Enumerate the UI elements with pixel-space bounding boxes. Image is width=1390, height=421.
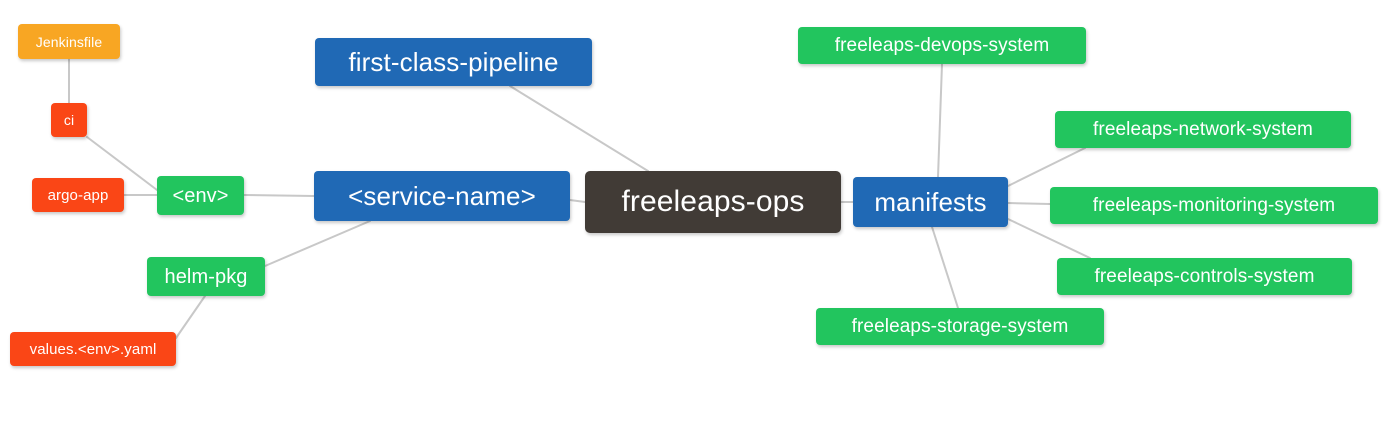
edge-values-yaml-to-helm-pkg — [175, 295, 206, 339]
node-service-name[interactable]: <service-name> — [314, 171, 570, 221]
node-env[interactable]: <env> — [157, 176, 244, 215]
edge-env-to-service-name — [243, 194, 315, 197]
edge-first-class-pipeline-to-freeleaps-ops — [509, 85, 649, 172]
node-freeleaps-storage-system[interactable]: freeleaps-storage-system — [816, 308, 1104, 345]
edge-helm-pkg-to-service-name — [264, 220, 371, 267]
edge-manifests-to-freeleaps-controls-system — [1007, 218, 1091, 259]
node-manifests[interactable]: manifests — [853, 177, 1008, 227]
node-ci[interactable]: ci — [51, 103, 87, 137]
node-jenkinsfile[interactable]: Jenkinsfile — [18, 24, 120, 59]
edge-manifests-to-freeleaps-storage-system — [931, 226, 959, 309]
node-freeleaps-controls-system[interactable]: freeleaps-controls-system — [1057, 258, 1352, 295]
node-freeleaps-network-system[interactable]: freeleaps-network-system — [1055, 111, 1351, 148]
edge-manifests-to-freeleaps-network-system — [1007, 147, 1086, 187]
node-values-yaml[interactable]: values.<env>.yaml — [10, 332, 176, 366]
node-freeleaps-devops-system[interactable]: freeleaps-devops-system — [798, 27, 1086, 64]
node-first-class-pipeline[interactable]: first-class-pipeline — [315, 38, 592, 86]
edge-service-name-to-freeleaps-ops — [569, 199, 586, 203]
node-argo-app[interactable]: argo-app — [32, 178, 124, 212]
node-freeleaps-ops[interactable]: freeleaps-ops — [585, 171, 841, 233]
edge-manifests-to-freeleaps-monitoring-system — [1007, 202, 1051, 205]
node-freeleaps-monitoring-system[interactable]: freeleaps-monitoring-system — [1050, 187, 1378, 224]
edge-manifests-to-freeleaps-devops-system — [937, 63, 943, 178]
node-helm-pkg[interactable]: helm-pkg — [147, 257, 265, 296]
